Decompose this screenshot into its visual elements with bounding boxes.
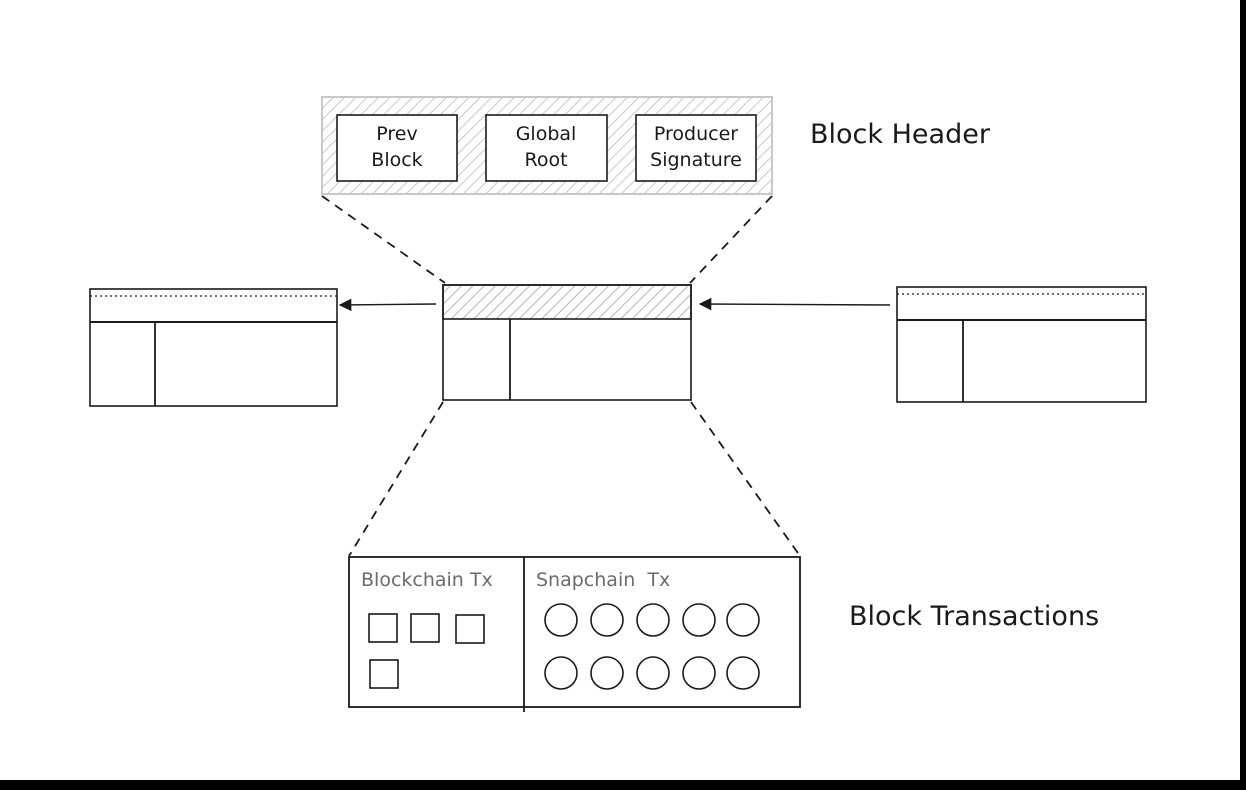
block-transactions-title: Block Transactions: [849, 601, 1099, 632]
blockchain-tx-item: [368, 613, 398, 643]
block-header: Prev Block Global Root Producer Signatur…: [321, 96, 991, 195]
header-field-producer-signature: Producer Signature: [635, 114, 757, 182]
header-field-line: Root: [524, 149, 567, 171]
blockchain-tx-item: [410, 613, 440, 643]
snapchain-tx-item: [682, 656, 716, 690]
header-field-line: Block: [371, 149, 422, 171]
snapchain-tx-item: [636, 603, 670, 637]
header-field-line: Prev: [376, 123, 417, 145]
transactions-zoom-lines: [348, 401, 801, 557]
block-middle: [442, 284, 692, 401]
snapchain-tx-item: [636, 656, 670, 690]
block-transactions: Blockchain Tx Snapchain Tx: [348, 556, 1099, 712]
snapchain-tx-item: [726, 656, 760, 690]
snapchain-tx-item: [544, 656, 578, 690]
block-header-title: Block Header: [810, 119, 991, 150]
header-field-global-root: Global Root: [485, 114, 608, 182]
zoom-line: [689, 195, 773, 284]
block-left: [89, 288, 338, 407]
arrow-right-to-middle: [698, 297, 891, 311]
blockchain-tx-item: [369, 659, 399, 689]
snapchain-tx-item: [590, 603, 624, 637]
block-middle-header-highlight: [442, 284, 692, 320]
snapchain-tx-items: [544, 603, 760, 690]
zoom-line: [348, 401, 444, 557]
snapchain-tx-item: [544, 603, 578, 637]
header-field-line: Global: [516, 123, 577, 145]
snapchain-tx-item: [590, 656, 624, 690]
snapchain-tx-item: [682, 603, 716, 637]
snapchain-tx-item: [726, 603, 760, 637]
header-field-line: Signature: [650, 149, 742, 171]
zoom-line: [690, 401, 801, 557]
header-zoom-lines: [321, 195, 773, 284]
block-right: [896, 286, 1147, 403]
arrow-middle-to-left: [338, 298, 437, 312]
blockchain-tx-items: [368, 613, 485, 689]
blockchain-tx-label: Blockchain Tx: [361, 569, 493, 591]
snapchain-tx-label: Snapchain Tx: [536, 569, 670, 591]
header-field-line: Producer: [654, 123, 738, 145]
zoom-line: [321, 195, 446, 284]
blockchain-tx-item: [455, 614, 485, 644]
chain-arrows: [338, 297, 891, 312]
header-field-prev-block: Prev Block: [336, 114, 458, 182]
